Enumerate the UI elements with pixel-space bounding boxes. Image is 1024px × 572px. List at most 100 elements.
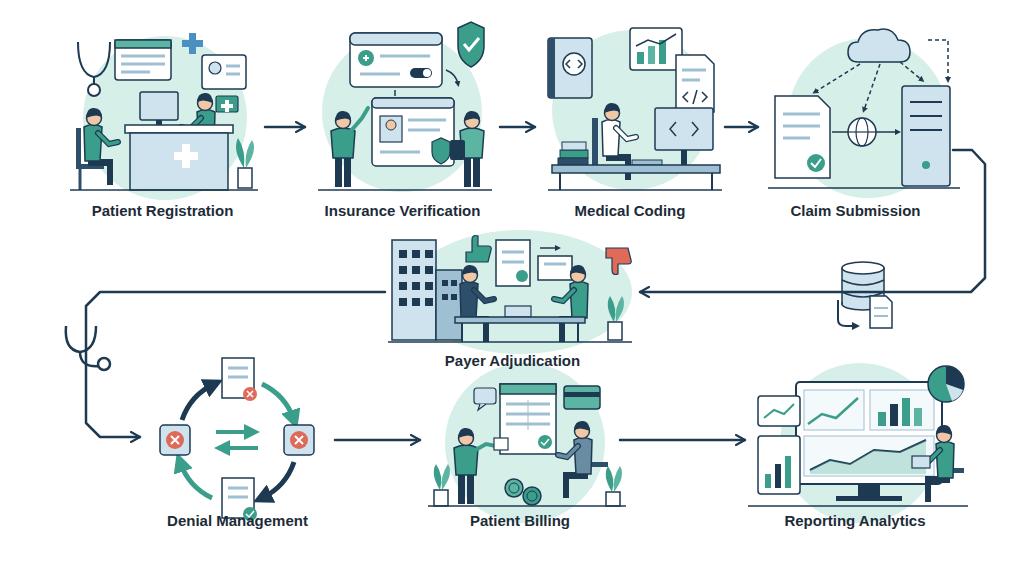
coding-illustration-part — [548, 189, 722, 191]
adjudication-illustration-part — [399, 266, 407, 274]
reporting-illustration-part — [785, 456, 791, 488]
stage-label: Insurance Verification — [305, 202, 500, 220]
adjudication-illustration-part — [425, 298, 433, 306]
coding-illustration — [548, 28, 722, 190]
billing-illustration-part — [505, 479, 523, 497]
insurance-illustration-part — [380, 116, 402, 142]
billing-illustration-part — [564, 392, 600, 397]
insurance-illustration-part — [350, 108, 368, 132]
registration-illustration-part — [79, 169, 82, 190]
adjudication-illustration-part — [540, 247, 558, 249]
coding-illustration-part — [552, 165, 720, 173]
adjudication-illustration-part — [425, 282, 433, 290]
registration-illustration-part — [216, 96, 238, 112]
adjudication-illustration-part — [577, 323, 579, 342]
billing-illustration-part — [428, 505, 626, 507]
adjudication-illustration-part — [608, 322, 622, 340]
reporting-illustration-part — [796, 382, 942, 484]
submission-illustration-part — [783, 137, 810, 140]
registration-illustration-part — [221, 100, 233, 112]
denial-illustration-part — [284, 425, 314, 455]
coding-illustration-part — [548, 38, 555, 98]
denial-illustration-part — [216, 430, 252, 434]
flow-arrow — [725, 126, 758, 129]
denial-illustration-part — [160, 425, 190, 455]
submission-illustration-part — [864, 64, 880, 110]
adjudication-illustration-part — [451, 280, 457, 286]
billing-illustration-part — [528, 400, 529, 430]
coding-illustration-part — [559, 173, 561, 190]
coding-illustration-part — [636, 34, 676, 46]
denial-illustration-part — [228, 376, 248, 379]
submission-illustration-part — [848, 118, 876, 146]
billing-illustration-part — [538, 435, 552, 449]
reporting-illustration-part — [804, 390, 864, 430]
adjudication-illustration-part — [461, 323, 463, 342]
registration-illustration-part — [130, 133, 228, 190]
adjudication-illustration-part — [412, 266, 420, 274]
insurance-illustration-part — [423, 69, 431, 77]
adjudication-illustration-part — [399, 282, 407, 290]
flow-arrow — [265, 126, 305, 129]
stethoscope-icon-part — [66, 326, 96, 352]
stage-label: Payer Adjudication — [385, 352, 640, 370]
registration-illustration-part — [209, 62, 221, 74]
denial-illustration-part — [262, 384, 294, 420]
stage-label: Medical Coding — [535, 202, 725, 220]
database-icon-part — [842, 262, 884, 274]
adjudication-illustration-part — [544, 263, 566, 266]
coding-illustration-part — [592, 118, 598, 168]
insurance-illustration-part — [458, 22, 484, 67]
insurance-illustration-part — [408, 119, 446, 122]
billing-illustration-part — [472, 444, 496, 452]
reporting-illustration-part — [758, 436, 800, 494]
reporting-illustration — [748, 363, 968, 523]
billing-illustration-part — [523, 487, 541, 505]
stage-label: Patient Registration — [60, 202, 265, 220]
registration-illustration-part — [226, 65, 240, 68]
reporting-illustration-part — [928, 366, 964, 402]
reporting-illustration-part — [764, 404, 794, 418]
coding-illustration-part — [563, 53, 585, 75]
submission-illustration-part — [815, 64, 860, 92]
insurance-illustration-part — [363, 55, 369, 61]
insurance-illustration-part — [372, 98, 454, 108]
submission-illustration-part — [783, 125, 820, 128]
coding-illustration-part — [548, 38, 592, 98]
coding-illustration-part — [562, 142, 586, 150]
insurance-illustration-part — [350, 33, 442, 87]
adjudication-illustration-part — [442, 280, 448, 286]
registration-illustration-part — [121, 71, 150, 74]
registration-illustration-part — [125, 125, 233, 133]
adjudication-illustration-part — [554, 265, 588, 342]
denial-illustration-part — [222, 446, 258, 450]
coding-illustration-part — [682, 79, 700, 82]
reporting-illustration-part — [878, 412, 886, 426]
adjudication-illustration-part — [399, 250, 407, 258]
submission-illustration-part — [910, 129, 942, 131]
denial-illustration-part — [290, 431, 308, 449]
submission-illustration-part — [910, 101, 942, 103]
billing-illustration-part — [527, 491, 537, 501]
registration-illustration-part — [140, 92, 178, 120]
registration-illustration-part — [246, 140, 254, 168]
billing-illustration-part — [541, 439, 549, 445]
insurance-illustration-part — [410, 68, 432, 78]
flow-arrow — [640, 150, 985, 292]
adjudication-illustration-part — [496, 240, 530, 286]
registration-illustration-part — [202, 55, 246, 89]
database-icon-part — [838, 300, 856, 326]
coding-illustration-part — [655, 108, 713, 150]
process-stage: Denial Management — [140, 350, 335, 530]
submission-illustration-part — [922, 161, 930, 169]
registration-illustration-part — [121, 55, 165, 58]
stage-label-box: Patient Registration — [60, 202, 265, 220]
flow-arrow — [500, 126, 535, 129]
adjudication-illustration-part — [608, 296, 616, 322]
reporting-illustration-part — [914, 408, 922, 426]
stage-label-box: Insurance Verification — [305, 202, 500, 220]
adjudication-illustration-part — [460, 265, 494, 342]
coding-illustration-part — [670, 122, 698, 136]
